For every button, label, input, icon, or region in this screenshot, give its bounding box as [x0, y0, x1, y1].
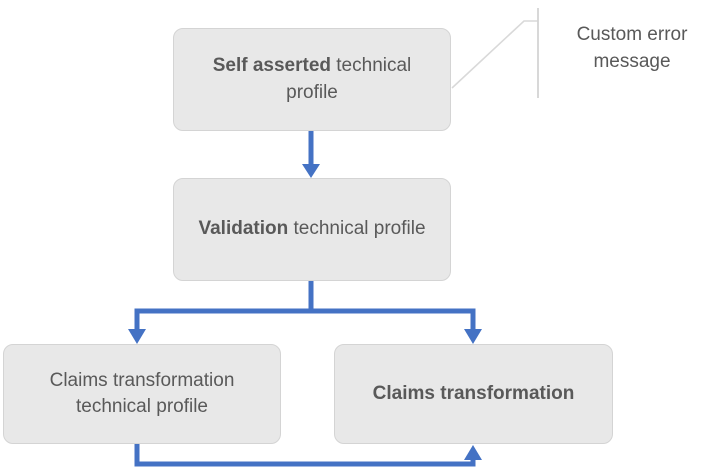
- node-label-bold: Validation: [198, 218, 289, 240]
- connector-feedback-loop: [134, 441, 482, 467]
- node-claims-transformation-technical-profile[interactable]: Claims transformation technical profile: [3, 344, 281, 444]
- node-label-bold: Claims transformation: [372, 382, 575, 404]
- node-claims-transformation[interactable]: Claims transformation: [334, 344, 613, 444]
- node-label-rest: technical profile: [288, 218, 426, 240]
- node-label: Self asserted technical profile: [186, 53, 438, 105]
- callout-line-2: message: [593, 50, 671, 72]
- node-label: Claims transformation technical profile: [16, 368, 268, 420]
- node-label: Claims transformation: [347, 381, 600, 407]
- node-validation-technical-profile[interactable]: Validation technical profile: [173, 178, 451, 281]
- node-label-rest: technical profile: [286, 55, 412, 103]
- node-label-rest: Claims transformation technical profile: [49, 369, 235, 417]
- node-label: Validation technical profile: [186, 216, 438, 242]
- node-self-asserted-technical-profile[interactable]: Self asserted technical profile: [173, 28, 451, 131]
- callout-leader-line: [451, 8, 539, 98]
- node-label-bold: Self asserted: [212, 55, 331, 77]
- connector-self-asserted-to-validation: [302, 131, 320, 178]
- callout-custom-error-message: Custom error message: [552, 22, 712, 76]
- connector-validation-branch: [128, 278, 482, 344]
- callout-line-1: Custom error: [576, 24, 688, 45]
